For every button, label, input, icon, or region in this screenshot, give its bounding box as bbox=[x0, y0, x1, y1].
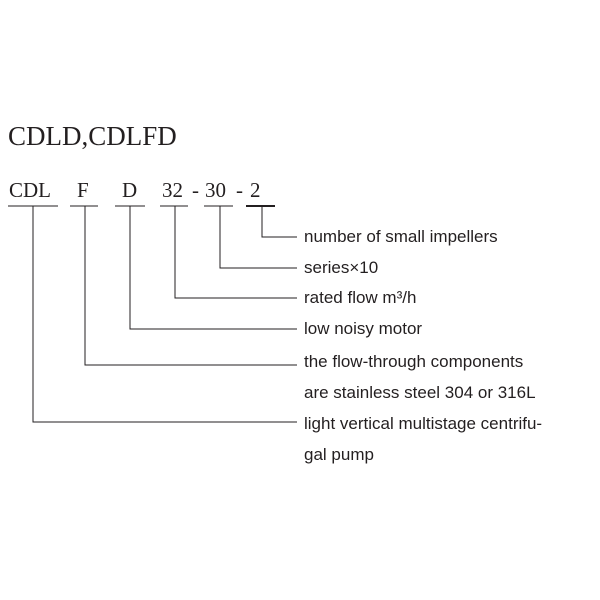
leader-material bbox=[84, 206, 297, 366]
desc-impellers: number of small impellers bbox=[304, 227, 498, 246]
code-d: D bbox=[122, 178, 138, 202]
code-flow: 32 bbox=[162, 178, 183, 202]
code-dash-2: - bbox=[236, 178, 243, 202]
desc-material-line1: the flow-through components bbox=[304, 352, 524, 371]
code-dash-1: - bbox=[192, 178, 199, 202]
leader-impellers bbox=[261, 206, 297, 238]
code-impellers: 2 bbox=[250, 178, 261, 202]
code-series: 30 bbox=[205, 178, 226, 202]
diagram-title: CDLD,CDLFD bbox=[8, 121, 177, 151]
code-cdl: CDL bbox=[9, 178, 51, 202]
leader-series bbox=[219, 206, 297, 269]
desc-motor: low noisy motor bbox=[304, 319, 423, 338]
leader-flow bbox=[174, 206, 297, 299]
leader-pump bbox=[32, 206, 297, 423]
desc-pump-line2: gal pump bbox=[304, 445, 374, 464]
desc-flow: rated flow m³/h bbox=[304, 288, 417, 307]
leader-motor bbox=[129, 206, 297, 330]
code-f: F bbox=[77, 178, 89, 202]
desc-material-line2: are stainless steel 304 or 316L bbox=[304, 383, 536, 402]
desc-pump-line1: light vertical multistage centrifu- bbox=[304, 414, 543, 433]
desc-series: series×10 bbox=[304, 258, 379, 277]
